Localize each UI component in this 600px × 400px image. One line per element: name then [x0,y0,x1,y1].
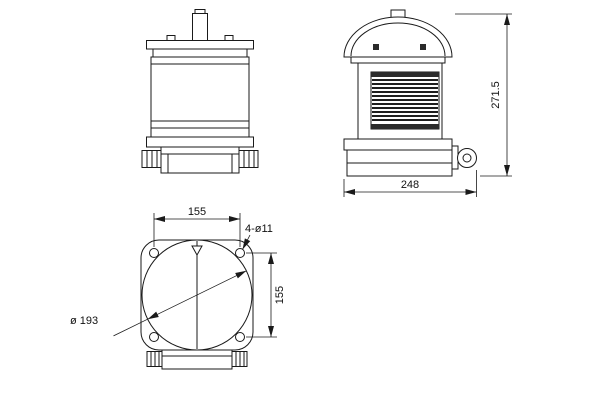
plan-base [161,349,233,370]
plan-gland-left [146,351,163,367]
side-bottom-flange [343,138,453,151]
bolt-holes-label: 4-ø11 [245,223,273,235]
plan-gland-right [231,351,248,367]
dim-width-value: 248 [401,179,419,191]
front-body [150,56,250,138]
side-knob-inner [462,153,472,163]
plan-bolt-hole-bl [149,332,159,342]
side-dome-flange [350,56,446,64]
lens-rim-bottom [371,124,439,129]
bolt-holes-leader [242,234,251,250]
plan-bolt-hole-tr [235,248,245,258]
side-lens [370,71,440,130]
dim-bolt-h-value: 155 [188,206,206,218]
side-dome-bolt-right [420,44,426,50]
plan-bolt-hole-br [235,332,245,342]
side-knob [457,148,477,168]
dimensions: 271.5 248 155 4-ø11 155 ø 193 [70,13,512,338]
dim-diameter-value: ø 193 [70,315,98,327]
front-top-bolt-right [224,35,234,41]
side-dome-inner [350,22,446,57]
front-stem [192,13,208,41]
front-base [160,146,240,174]
side-dome-bolt-left [373,44,379,50]
dim-bolt-v-value: 155 [274,286,286,304]
lens-rim-top [371,72,439,77]
front-top-flange [146,40,254,50]
front-top-bolt-left [166,35,176,41]
plan-bolt-hole-tl [149,248,159,258]
side-view [343,9,477,177]
dim-diameter-line [147,270,247,320]
front-neck [152,48,248,58]
dim-diameter-tail [113,318,148,337]
dim-height-value: 271.5 [490,81,502,109]
front-gland-left [141,150,162,168]
front-view [141,9,259,174]
plan-triangle-marker [191,245,203,257]
front-bottom-flange [146,136,254,148]
plan-view [140,239,254,370]
front-gland-right [238,150,259,168]
